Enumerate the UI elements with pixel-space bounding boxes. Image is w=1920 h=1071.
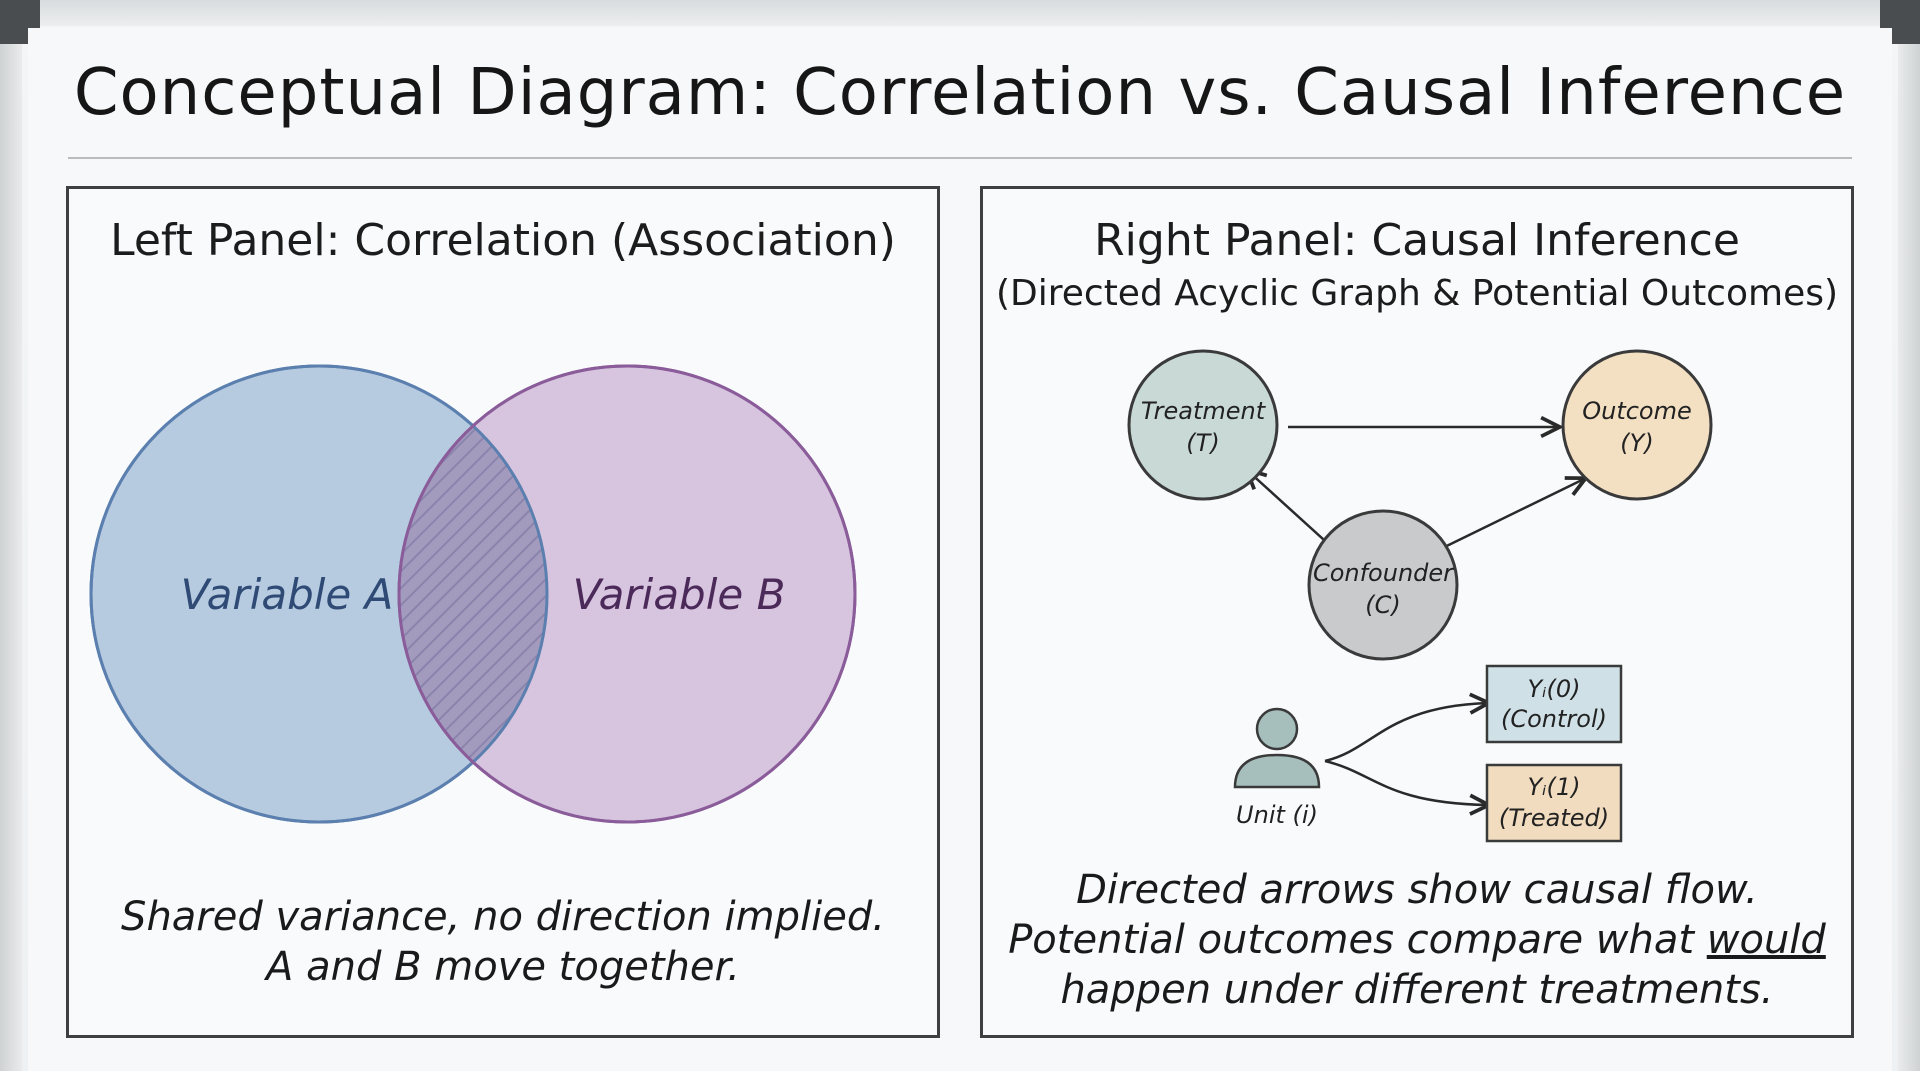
board-frame-left (0, 0, 22, 1071)
correlation-caption-line-2: A and B move together. (266, 944, 740, 990)
variable-a-label: Variable A (181, 570, 394, 619)
causal-caption-line-2: Potential outcomes compare what would (983, 915, 1851, 965)
outcome-node-label: Outcome (1582, 397, 1692, 425)
confounder-node-symbol: (C) (1365, 591, 1400, 619)
board-frame-top (0, 0, 1920, 26)
confounder-node (1307, 509, 1459, 661)
variable-b-label: Variable B (573, 570, 786, 619)
treated-outcome-label: (Treated) (1499, 804, 1609, 832)
causal-panel: Right Panel: Causal Inference (Directed … (980, 186, 1854, 1038)
correlation-caption-line-1: Shared variance, no direction implied. (121, 894, 885, 940)
control-outcome-box (1485, 664, 1623, 744)
person-icon (1233, 707, 1321, 789)
treated-outcome-value: Yᵢ(1) (1528, 773, 1581, 801)
causal-caption-line-1: Directed arrows show causal flow. (1076, 867, 1758, 913)
causal-caption-emphasis: would (1706, 917, 1826, 963)
variable-a-outline (89, 364, 549, 824)
control-outcome-value: Yᵢ(0) (1528, 675, 1581, 703)
causal-panel-subtitle: (Directed Acyclic Graph & Potential Outc… (995, 273, 1839, 314)
arrow-unit-to-treated (1324, 759, 1487, 805)
treatment-node-label: Treatment (1141, 397, 1267, 425)
diagram-title: Conceptual Diagram: Correlation vs. Caus… (73, 56, 1847, 130)
venn-diagram: Variable A Variable B (89, 364, 857, 824)
causal-caption-line-2-text: Potential outcomes compare what (1008, 917, 1707, 963)
arrow-unit-to-control (1324, 703, 1487, 763)
causal-caption: Directed arrows show causal flow. Potent… (983, 865, 1851, 1015)
variable-b-outline (397, 364, 857, 824)
title-divider (68, 157, 1852, 159)
treated-outcome-box (1485, 763, 1623, 843)
causal-caption-line-3: happen under different treatments. (1060, 967, 1774, 1013)
causal-dag: Treatment (T) Outcome (Y) Confounder (C)… (1127, 349, 1713, 843)
board-frame-right (1898, 0, 1920, 1071)
confounder-node-label: Confounder (1313, 559, 1455, 587)
correlation-panel: Left Panel: Correlation (Association) Va… (66, 186, 940, 1038)
shared-variance-overlap (399, 366, 547, 822)
outcome-node (1561, 349, 1713, 501)
outcome-node-symbol: (Y) (1620, 429, 1653, 457)
causal-panel-title: Right Panel: Causal Inference (1094, 215, 1740, 266)
treatment-node-symbol: (T) (1186, 429, 1219, 457)
treatment-node (1127, 349, 1279, 501)
unit-label: Unit (i) (1236, 801, 1318, 829)
control-outcome-label: (Control) (1501, 705, 1607, 733)
correlation-panel-title: Left Panel: Correlation (Association) (110, 215, 896, 266)
correlation-caption: Shared variance, no direction implied. A… (69, 892, 937, 992)
